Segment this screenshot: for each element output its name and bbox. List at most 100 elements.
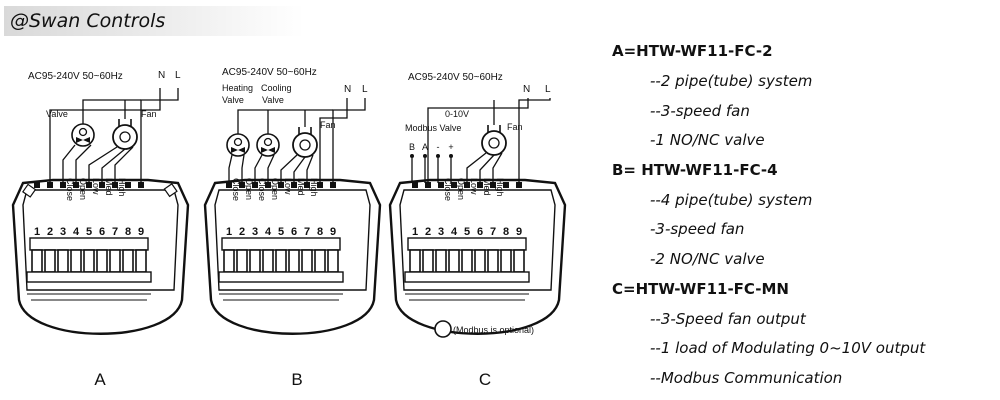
valve-label-c-a: 0-10V bbox=[445, 109, 469, 119]
terminal-number: 2 bbox=[47, 226, 53, 238]
wire-live bbox=[332, 98, 366, 183]
terminal-slot bbox=[409, 249, 421, 273]
terminal-number: 2 bbox=[425, 226, 431, 238]
valve-icon-b-cooling-bowtie bbox=[261, 147, 275, 153]
modbus-note: (Modbus is optional) bbox=[453, 325, 534, 335]
modbus-pin-label: A bbox=[422, 142, 428, 152]
terminal-hole bbox=[503, 182, 509, 188]
terminal-slot bbox=[513, 249, 525, 273]
housing-inner-c bbox=[399, 189, 556, 291]
wire-heat-open bbox=[241, 154, 245, 183]
terminal-slot bbox=[422, 249, 434, 273]
valve-icon-b-heating-bowtie bbox=[231, 147, 245, 153]
fan-label-a: Fan bbox=[141, 109, 157, 119]
terminal-hole bbox=[304, 182, 310, 188]
fan-icon-a-hub bbox=[119, 131, 131, 143]
spec-header-b: B= HTW-WF11-FC-4 bbox=[612, 161, 778, 179]
wire-neutral bbox=[319, 98, 348, 183]
modbus-pin-dot bbox=[436, 154, 440, 158]
terminal-hole bbox=[60, 182, 66, 188]
wire-fan-med bbox=[101, 148, 126, 183]
terminal-block-top-a bbox=[29, 237, 149, 251]
terminal-slot bbox=[327, 249, 339, 273]
power-label-a: AC95-240V 50~60Hz bbox=[28, 71, 123, 82]
wire-valve-live bbox=[82, 99, 141, 124]
n-label-a: N bbox=[158, 70, 165, 81]
spec-item-b-2: -3-speed fan bbox=[650, 220, 745, 238]
terminal-label: High bbox=[495, 178, 505, 197]
valve-icon-a-bowtie bbox=[76, 137, 90, 143]
terminal-number: 5 bbox=[278, 226, 284, 238]
terminal-slot bbox=[57, 249, 69, 273]
valve-icon-b-cooling-actuator bbox=[263, 137, 273, 147]
modbus-pin-label: - bbox=[437, 142, 440, 152]
terminal-number: 1 bbox=[226, 226, 232, 238]
modbus-pin-dot bbox=[449, 154, 453, 158]
terminal-hole bbox=[239, 182, 245, 188]
unit-letter-b: B bbox=[291, 370, 302, 389]
spec-header-c: C=HTW-WF11-FC-MN bbox=[612, 280, 789, 298]
wire-fan-med bbox=[479, 154, 495, 183]
terminal-slot bbox=[135, 249, 147, 273]
terminal-number: 5 bbox=[464, 226, 470, 238]
terminal-hole bbox=[112, 182, 118, 188]
power-label-b: AC95-240V 50~60Hz bbox=[222, 67, 317, 78]
l-label-a: L bbox=[175, 70, 181, 81]
terminal-slot bbox=[236, 249, 248, 273]
spec-item-b-1: --4 pipe(tube) system bbox=[650, 191, 813, 209]
terminal-block-bottom-b bbox=[218, 271, 344, 283]
fan-label-c: Fan bbox=[507, 122, 523, 132]
terminal-label: Med bbox=[104, 178, 114, 196]
terminal-hole bbox=[516, 182, 522, 188]
spec-item-a-2: --3-speed fan bbox=[650, 102, 750, 120]
unit-letter-c: C bbox=[479, 370, 491, 389]
terminal-slot bbox=[314, 249, 326, 273]
terminal-slot bbox=[288, 249, 300, 273]
terminal-slot bbox=[249, 249, 261, 273]
terminal-number: 6 bbox=[99, 226, 105, 238]
terminal-slot bbox=[83, 249, 95, 273]
terminal-number: 5 bbox=[86, 226, 92, 238]
modbus-pin-dot bbox=[410, 154, 414, 158]
terminal-number: 9 bbox=[330, 226, 336, 238]
wire-cool-close bbox=[254, 154, 263, 183]
fan-icon-c-hub bbox=[488, 137, 500, 149]
terminal-slot bbox=[461, 249, 473, 273]
fan-icon-c bbox=[481, 130, 507, 156]
wire-neutral bbox=[427, 98, 529, 183]
terminal-label: High bbox=[309, 178, 319, 197]
modbus-port-icon bbox=[434, 320, 452, 338]
modbus-pin-label: + bbox=[448, 142, 453, 152]
terminal-number: 4 bbox=[265, 226, 272, 238]
terminal-label: Open bbox=[78, 178, 88, 200]
fan-icon-a bbox=[112, 124, 138, 150]
terminal-number: 4 bbox=[73, 226, 80, 238]
wire-live bbox=[518, 98, 551, 183]
terminal-block-top-b bbox=[221, 237, 341, 251]
terminal-hole bbox=[464, 182, 470, 188]
wire-valve-close bbox=[62, 144, 76, 183]
terminal-label: Open bbox=[270, 178, 280, 200]
n-label-b: N bbox=[344, 84, 351, 95]
terminal-number: 3 bbox=[252, 226, 258, 238]
terminal-hole bbox=[138, 182, 144, 188]
terminal-block-bottom-a bbox=[26, 271, 152, 283]
terminal-hole bbox=[99, 182, 105, 188]
wire-fan-high bbox=[114, 146, 134, 183]
terminal-block-bottom-c bbox=[404, 271, 530, 283]
valve-icon-b-heating-actuator bbox=[233, 137, 243, 147]
wire-valve-live bbox=[237, 109, 333, 134]
terminal-number: 8 bbox=[317, 226, 323, 238]
terminal-number: 4 bbox=[451, 226, 458, 238]
terminal-hole bbox=[265, 182, 271, 188]
terminal-label: Low bbox=[283, 178, 293, 195]
valve-label-b-1a: Heating bbox=[222, 83, 253, 93]
terminal-hole bbox=[278, 182, 284, 188]
terminal-slot bbox=[435, 249, 447, 273]
wire-fan-low bbox=[88, 146, 118, 183]
terminal-hole bbox=[291, 182, 297, 188]
terminal-number: 7 bbox=[112, 226, 118, 238]
valve-label-b-2a: Cooling bbox=[261, 83, 292, 93]
